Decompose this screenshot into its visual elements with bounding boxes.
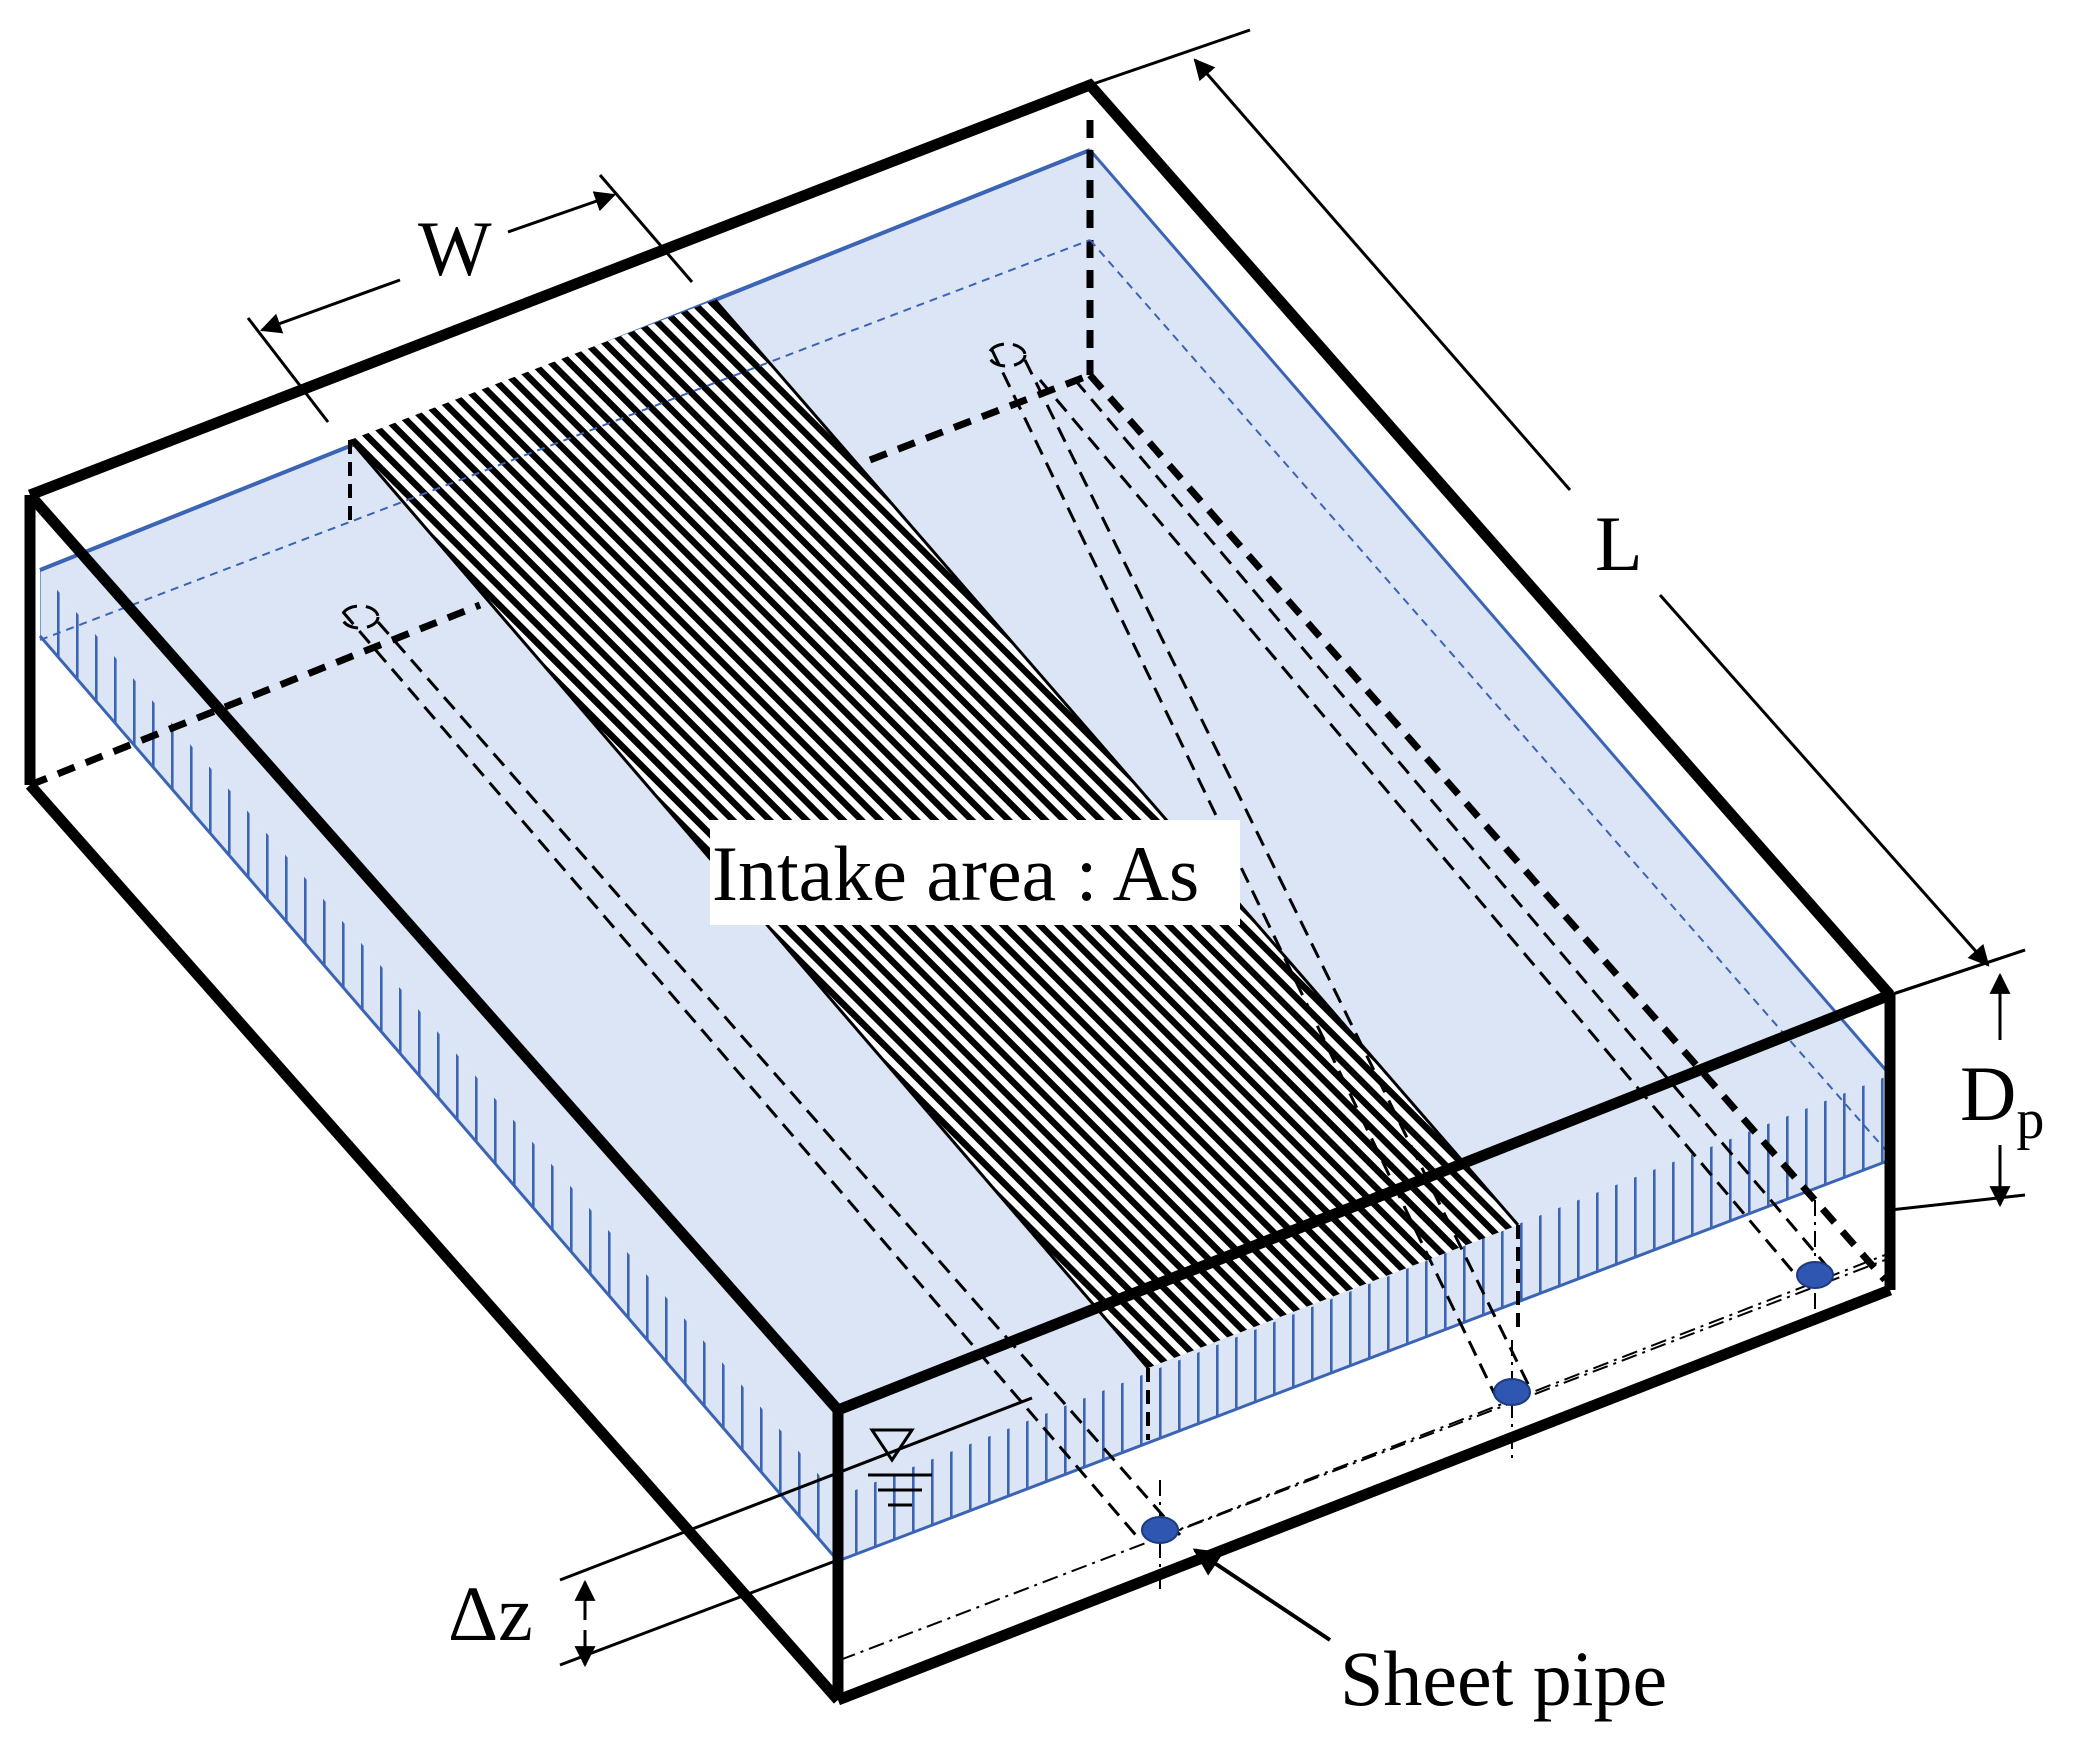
sheet-pipe-label: Sheet pipe xyxy=(1340,1635,1667,1722)
dimension-dp xyxy=(1889,948,2026,1212)
intake-area-label: Intake area : As xyxy=(712,830,1199,917)
dimension-dp-label: Dp xyxy=(1960,1050,2044,1151)
dimension-delta-z xyxy=(559,1396,1033,1668)
pipe-3-outline xyxy=(1038,379,1832,1281)
pipe-section-1 xyxy=(1141,1516,1179,1544)
dimension-l-label: L xyxy=(1595,500,1643,587)
pipe-section-3 xyxy=(1796,1261,1834,1289)
dimension-w xyxy=(246,174,694,423)
dimension-delta-z-label: Δz xyxy=(448,1570,533,1657)
water-layer-front-face xyxy=(838,1075,1890,1561)
pipe-section-2 xyxy=(1493,1378,1531,1406)
pipe-2-outline xyxy=(987,342,1532,1396)
pipe-1-outline xyxy=(340,604,1182,1541)
water-table-symbol-icon xyxy=(868,1428,932,1507)
water-layer-left-face xyxy=(40,570,838,1561)
dimension-w-label: W xyxy=(418,205,492,292)
